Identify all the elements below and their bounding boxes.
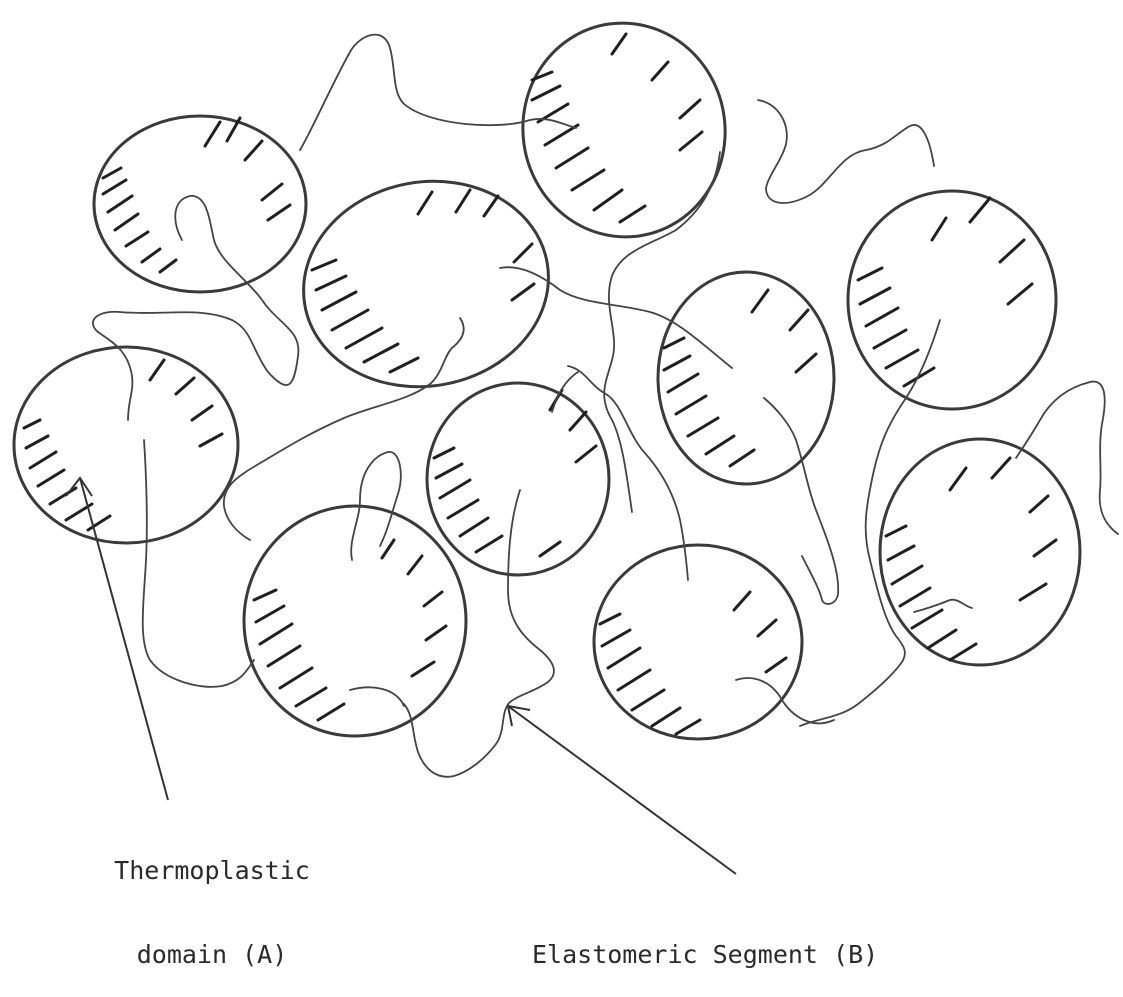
domain-4 — [848, 191, 1056, 409]
elastomeric-label-text: Elastomeric Segment (B) — [532, 941, 878, 969]
chain-1 — [300, 35, 576, 150]
arrow-b-line — [508, 706, 736, 874]
domain-5 — [658, 272, 834, 484]
domain-8 — [880, 439, 1080, 665]
elastomeric-segments — [93, 35, 1118, 777]
block-copolymer-morphology-diagram — [0, 0, 1123, 941]
thermoplastic-label-line1: Thermoplastic — [114, 857, 310, 885]
domain-9 — [244, 506, 466, 736]
chain-14 — [764, 398, 838, 604]
thermoplastic-domain-label: Thermoplastic domain (A) — [114, 801, 310, 997]
chain-3 — [604, 152, 720, 512]
chain-4 — [758, 100, 934, 203]
domain-2 — [509, 10, 739, 250]
thermoplastic-label-line2: domain (A) — [114, 941, 310, 969]
domain-7 — [427, 383, 609, 575]
domain-hatching — [24, 34, 1056, 734]
chain-12 — [350, 687, 404, 706]
chain-5 — [500, 267, 732, 368]
domain-1 — [94, 116, 306, 292]
domain-10 — [594, 545, 802, 739]
arrow-a-line — [80, 478, 168, 800]
chain-16 — [736, 678, 834, 723]
chain-2 — [93, 196, 299, 420]
elastomeric-segment-label: Elastomeric Segment (B) — [532, 885, 878, 997]
